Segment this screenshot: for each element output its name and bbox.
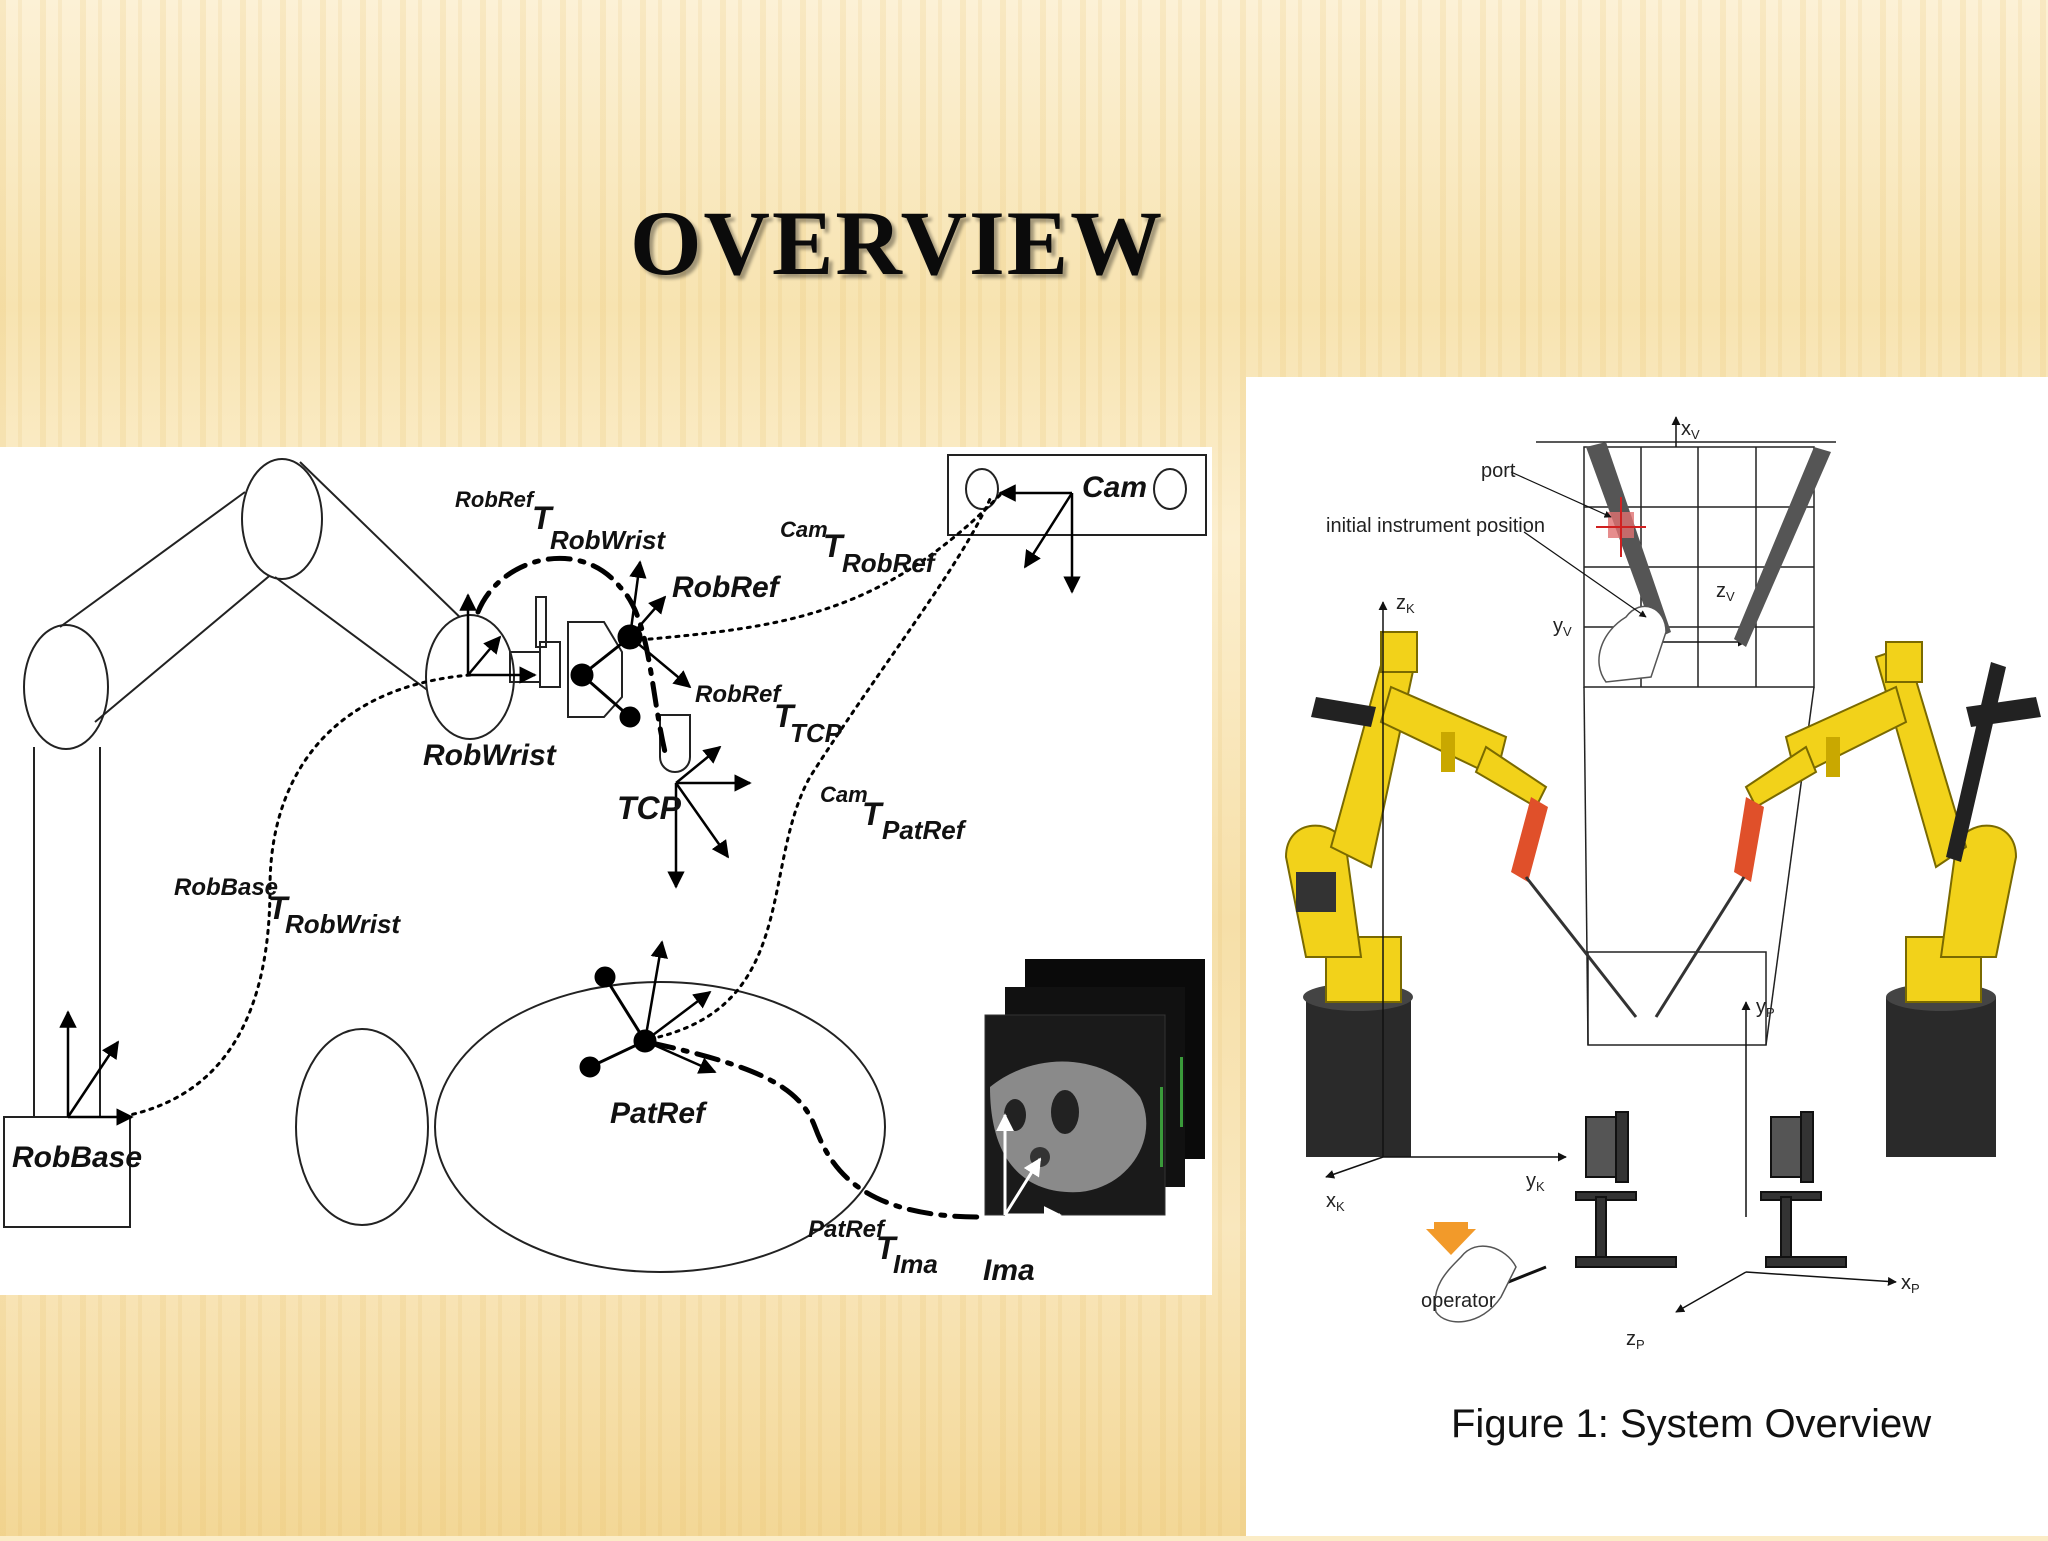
svg-text:yP: yP [1756, 996, 1775, 1020]
svg-text:xP: xP [1901, 1272, 1920, 1296]
figure-labels: port initial instrument position xV zV y… [1326, 418, 1920, 1352]
label-patref: PatRef [610, 1097, 708, 1130]
svg-text:zK: zK [1396, 592, 1415, 616]
label-cam-t-patref-sub: PatRef [882, 815, 967, 845]
svg-text:xK: xK [1326, 1190, 1345, 1214]
label-zk: z [1396, 592, 1406, 614]
label-robwrist: RobWrist [423, 739, 558, 772]
label-xp: x [1901, 1272, 1911, 1294]
label-robref-t-robwrist-sub: RobWrist [550, 525, 666, 555]
haptic-devices [1445, 1111, 1847, 1309]
operator-hand-icon [1434, 1245, 1517, 1323]
label-cam-t-robref-T: T [823, 528, 845, 564]
label-robref-t-tcp-T: T [774, 698, 796, 734]
svg-text:yV: yV [1553, 615, 1572, 639]
label-ima: Ima [983, 1254, 1035, 1287]
patient-head-outline [295, 1028, 429, 1226]
svg-text:yK: yK [1526, 1170, 1545, 1194]
transform-paths-dashed [475, 555, 983, 1220]
label-robref-t-tcp-sup: RobRef [695, 681, 782, 708]
label-robbase: RobBase [12, 1141, 142, 1174]
label-yv: y [1553, 615, 1563, 637]
camera-box [947, 454, 1207, 536]
label-initial-instrument-position: initial instrument position [1326, 515, 1545, 537]
label-robbase-t-robwrist-T: T [268, 890, 290, 926]
label-patref-t-ima-sup: PatRef [808, 1216, 886, 1243]
label-robref: RobRef [672, 571, 782, 604]
image-stack [984, 959, 1205, 1224]
label-xv: x [1681, 418, 1691, 440]
robot-right [1654, 641, 2041, 1157]
label-zv: z [1716, 580, 1726, 602]
label-cam: Cam [1082, 471, 1147, 504]
label-yk: y [1526, 1170, 1536, 1192]
label-tcp: TCP [617, 790, 682, 826]
label-robbase-t-robwrist-sup: RobBase [174, 874, 278, 901]
label-patref-t-ima-T: T [876, 1230, 898, 1266]
label-port: port [1481, 460, 1516, 482]
label-patref-t-ima-sub: Ima [893, 1249, 938, 1279]
label-cam-t-patref-T: T [862, 796, 884, 832]
label-operator: operator [1421, 1290, 1496, 1312]
label-cam-t-patref-sup: Cam [820, 782, 868, 807]
label-robbase-t-robwrist-sub: RobWrist [285, 909, 401, 939]
coordinate-transform-diagram: RobRef T RobWrist RobRef RobRef T TCP Ro… [0, 447, 1212, 1295]
system-overview-svg: port initial instrument position xV zV y… [1284, 416, 2041, 1446]
label-cam-t-robref-sup: Cam [780, 517, 828, 542]
transform-paths [118, 493, 1002, 1119]
label-yp: y [1756, 996, 1766, 1018]
label-xk: x [1326, 1190, 1336, 1212]
svg-text:xV: xV [1681, 418, 1700, 442]
figure-caption: Figure 1: System Overview [1451, 1402, 1931, 1446]
patient-body-outline [434, 981, 886, 1273]
robot-arm-outline [23, 458, 691, 1119]
instruments-top [1586, 442, 1831, 683]
label-zp: z [1626, 1328, 1636, 1350]
label-robref-t-tcp-sub: TCP [790, 718, 843, 748]
svg-text:zP: zP [1626, 1328, 1645, 1352]
marker-spheres [570, 624, 657, 1078]
operator-arrow-icon [1426, 1229, 1476, 1255]
robbase-box [3, 1116, 131, 1228]
label-robref-t-robwrist-T: T [532, 500, 554, 536]
slide-title: OVERVIEW [630, 192, 1165, 294]
label-cam-t-robref-sub: RobRef [842, 548, 937, 578]
coordinate-axes [59, 484, 1081, 1126]
transform-diagram-svg: RobRef T RobWrist RobRef RobRef T TCP Ro… [3, 454, 1207, 1287]
system-overview-figure: port initial instrument position xV zV y… [1246, 377, 2048, 1536]
robot-left [1284, 631, 1638, 1157]
svg-text:zV: zV [1716, 580, 1735, 604]
robot-frame-axes [1325, 601, 1897, 1313]
label-robref-t-robwrist-sup: RobRef [455, 487, 536, 512]
diagram-labels: RobRef T RobWrist RobRef RobRef T TCP Ro… [12, 471, 1147, 1287]
